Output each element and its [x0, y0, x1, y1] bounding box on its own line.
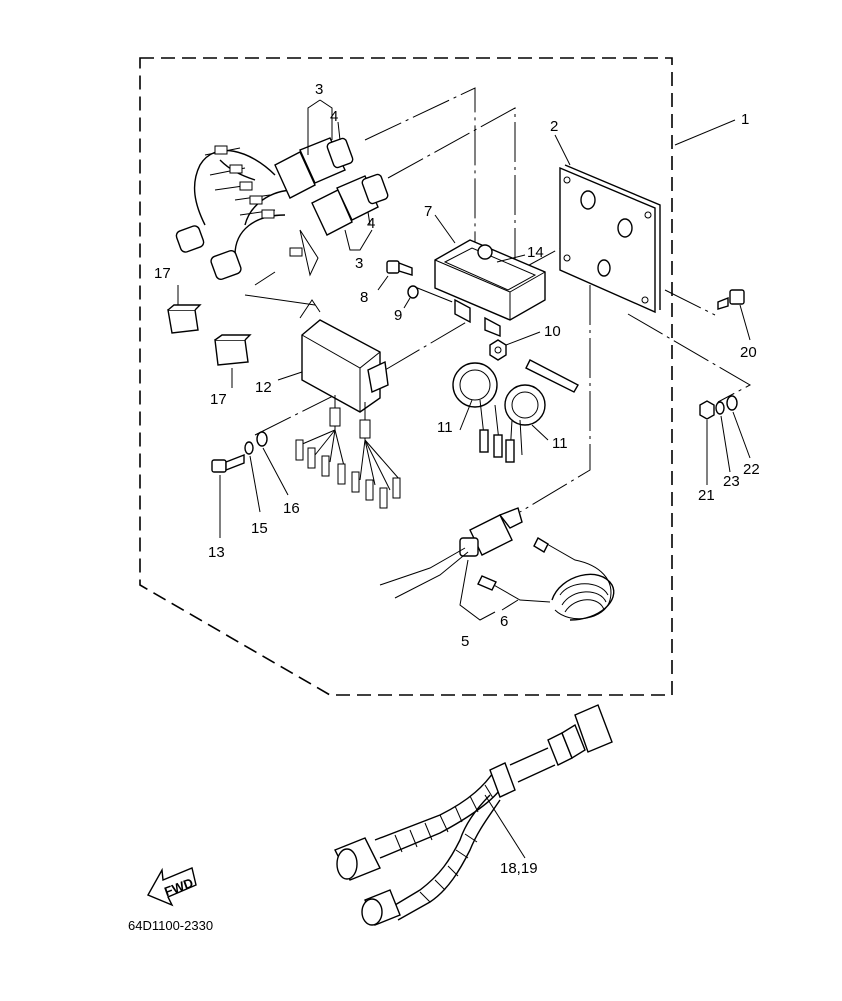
part-5-switch — [379, 507, 523, 621]
callout-12: 12 — [255, 379, 272, 396]
fwd-arrow-icon: FWD — [147, 867, 197, 907]
part-15-washer — [244, 441, 261, 513]
callout-14: 14 — [527, 244, 544, 261]
diagram-code: 64D1100-2330 — [128, 918, 213, 933]
part-13-bolt — [211, 453, 245, 538]
callout-23: 23 — [723, 473, 740, 490]
leader-1 — [674, 119, 736, 146]
callout-22: 22 — [743, 461, 760, 478]
part-16-washer — [256, 431, 289, 496]
part-11-relays — [452, 359, 579, 463]
callout-11-left: 11 — [437, 419, 453, 436]
callout-8: 8 — [360, 289, 368, 306]
part-17-pads — [167, 285, 252, 388]
part-10-nut — [489, 331, 541, 361]
callout-2: 2 — [550, 118, 558, 135]
part-9-washer — [403, 285, 419, 309]
callout-10: 10 — [544, 323, 561, 340]
callout-16: 16 — [283, 500, 300, 517]
part-22-washer — [726, 395, 751, 459]
part-7-bracket — [434, 214, 546, 338]
callout-labels: 1 2 3 4 4 3 7 14 8 9 10 17 17 12 11 11 1… — [128, 81, 760, 933]
part-8-bolt — [377, 260, 413, 291]
part-2-bracket-plate — [554, 134, 661, 314]
part-12-unit — [277, 319, 401, 509]
part-23-washer — [715, 401, 731, 473]
callout-7: 7 — [424, 203, 432, 220]
callout-3-lower: 3 — [355, 255, 363, 272]
callout-18-19: 18,19 — [500, 860, 538, 877]
callout-1: 1 — [741, 111, 749, 128]
callout-21: 21 — [698, 487, 715, 504]
callout-20: 20 — [740, 344, 757, 361]
assembly-boundary — [139, 57, 673, 696]
callout-4-upper: 4 — [330, 108, 338, 125]
callout-6: 6 — [500, 613, 508, 630]
callout-5: 5 — [461, 633, 469, 650]
part-6-lanyard-cord — [477, 537, 615, 621]
harness-connectors — [175, 99, 389, 319]
callout-13: 13 — [208, 544, 225, 561]
callout-11-right: 11 — [552, 435, 568, 452]
part-18-19-extension-harness — [334, 704, 613, 926]
callout-15: 15 — [251, 520, 268, 537]
callout-4-lower: 4 — [367, 215, 375, 232]
part-21-nut — [699, 400, 715, 485]
callout-9: 9 — [394, 307, 402, 324]
callout-3-upper: 3 — [315, 81, 323, 98]
callout-17-upper: 17 — [154, 265, 171, 282]
part-20-bolt — [717, 289, 751, 341]
callout-17-lower: 17 — [210, 391, 227, 408]
